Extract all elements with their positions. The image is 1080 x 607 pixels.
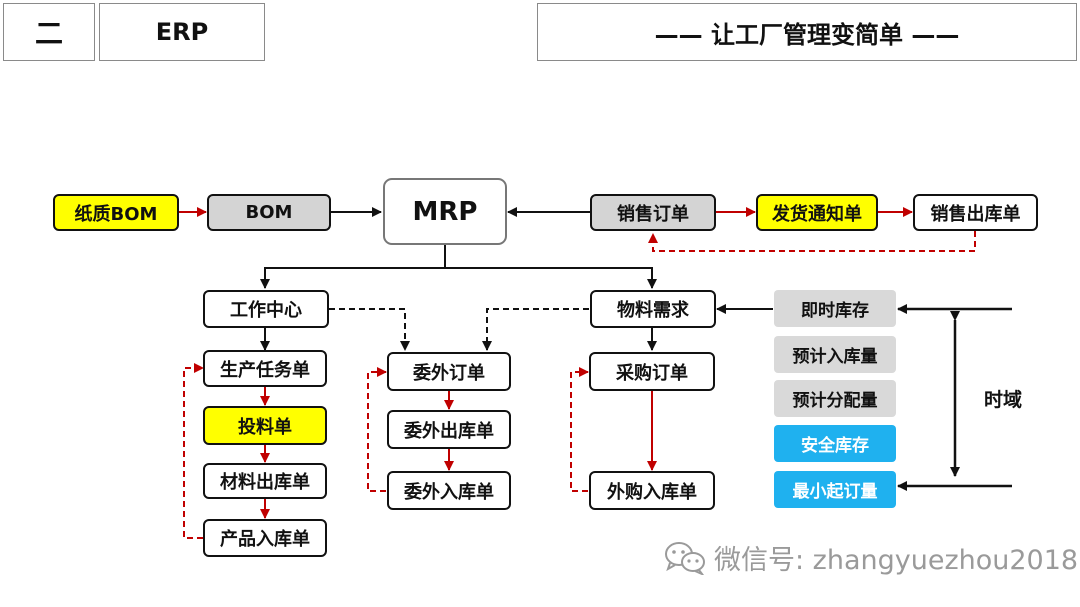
node-material-issue: 投料单 <box>203 406 327 445</box>
node-mrp: MRP <box>383 178 507 245</box>
node-product-inbound: 产品入库单 <box>203 519 327 557</box>
factor-min-order-qty: 最小起订量 <box>774 471 896 508</box>
node-paper-bom: 纸质BOM <box>53 194 179 231</box>
node-sales-order: 销售订单 <box>590 194 716 231</box>
node-purchase-inbound: 外购入库单 <box>589 471 715 510</box>
page-title: ERP <box>155 18 209 46</box>
node-production-task: 生产任务单 <box>203 350 327 387</box>
factor-safety-stock: 安全库存 <box>774 425 896 462</box>
section-number-box: 二 <box>3 3 95 61</box>
factor-expected-inbound: 预计入库量 <box>774 336 896 373</box>
node-purchase-order: 采购订单 <box>589 352 715 391</box>
slogan: —— 让工厂管理变简单 —— <box>654 20 960 49</box>
node-sales-outbound: 销售出库单 <box>913 194 1038 231</box>
node-outsource-inbound: 委外入库单 <box>387 471 511 510</box>
node-material-demand: 物料需求 <box>590 290 716 328</box>
node-delivery-notice: 发货通知单 <box>756 194 878 231</box>
factor-expected-allocation: 预计分配量 <box>774 380 896 417</box>
time-domain-label: 时域 <box>984 389 1023 411</box>
title-box: ERP <box>99 3 265 61</box>
watermark: 微信号: zhangyuezhou2018 <box>664 538 1078 577</box>
node-bom: BOM <box>207 194 331 231</box>
section-number: 二 <box>34 17 63 50</box>
node-outsource-order: 委外订单 <box>387 352 511 391</box>
slogan-box: —— 让工厂管理变简单 —— <box>537 3 1077 61</box>
node-work-center: 工作中心 <box>203 290 329 328</box>
wechat-icon <box>665 541 705 575</box>
arrow-outbound-salesorder <box>648 231 976 252</box>
watermark-text: 微信号: zhangyuezhou2018 <box>714 545 1079 576</box>
node-outsource-outbound: 委外出库单 <box>387 410 511 449</box>
node-material-outbound: 材料出库单 <box>203 463 327 499</box>
factor-current-stock: 即时库存 <box>774 290 896 327</box>
